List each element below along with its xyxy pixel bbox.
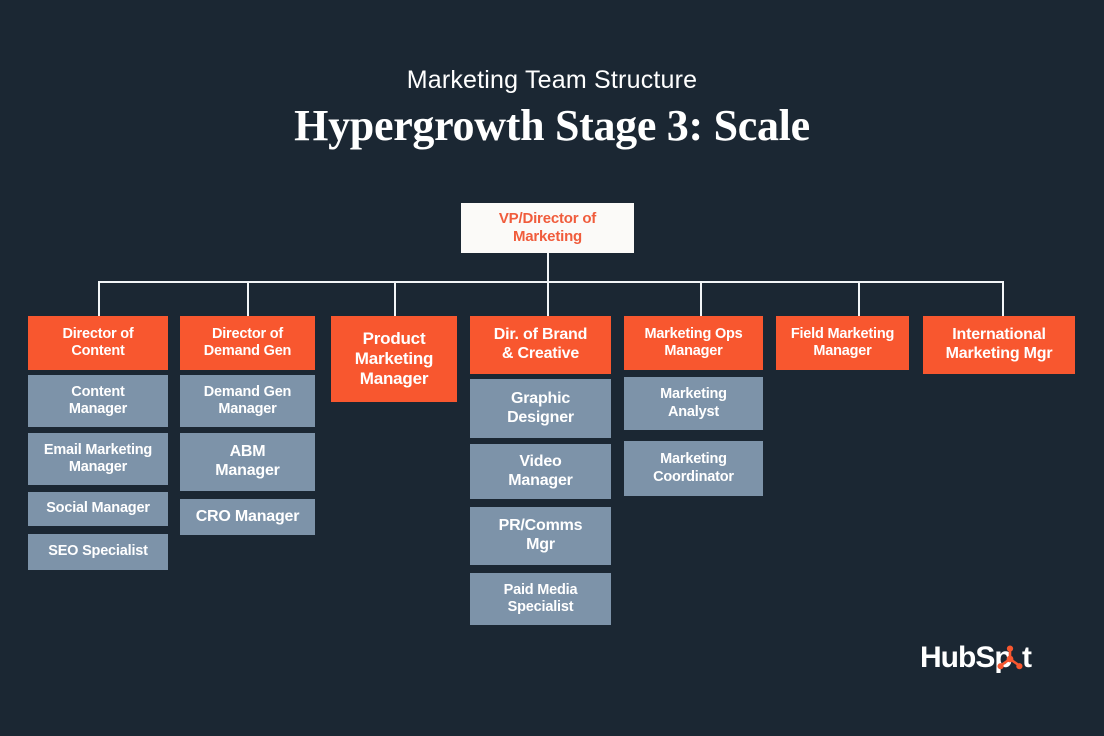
hubspot-sprocket-icon (997, 645, 1023, 670)
node-member-content-manager[interactable]: Content Manager (28, 375, 168, 427)
hubspot-logo: HubSp t (920, 641, 1045, 679)
node-member-paid-media-specialist[interactable]: Paid Media Specialist (470, 573, 611, 625)
node-member-video-manager[interactable]: Video Manager (470, 444, 611, 499)
connector-drop-col-2 (247, 281, 249, 316)
node-member-social-manager[interactable]: Social Manager (28, 492, 168, 526)
node-lead-director-of-demand-gen[interactable]: Director of Demand Gen (180, 316, 315, 370)
connector-drop-col-1 (98, 281, 100, 316)
connector-drop-col-4 (547, 281, 549, 316)
node-member-abm-manager[interactable]: ABM Manager (180, 433, 315, 491)
node-member-pr-comms-mgr[interactable]: PR/Comms Mgr (470, 507, 611, 565)
node-root-vp-director-of-marketing[interactable]: VP/Director of Marketing (461, 203, 634, 253)
connector-drop-col-5 (700, 281, 702, 316)
chart-title: Hypergrowth Stage 3: Scale (294, 101, 810, 150)
node-member-email-marketing-manager[interactable]: Email Marketing Manager (28, 433, 168, 485)
node-member-marketing-analyst[interactable]: Marketing Analyst (624, 377, 763, 430)
node-member-marketing-coordinator[interactable]: Marketing Coordinator (624, 441, 763, 496)
connector-drop-col-7 (1002, 281, 1004, 316)
node-member-cro-manager[interactable]: CRO Manager (180, 499, 315, 535)
node-member-demand-gen-manager[interactable]: Demand Gen Manager (180, 375, 315, 427)
node-lead-international-marketing-mgr[interactable]: International Marketing Mgr (923, 316, 1075, 374)
node-lead-dir-of-brand-and-creative[interactable]: Dir. of Brand & Creative (470, 316, 611, 374)
node-lead-director-of-content[interactable]: Director of Content (28, 316, 168, 370)
connector-horizontal-bus (98, 281, 1004, 283)
hubspot-logo-text-after: t (1022, 641, 1032, 674)
node-member-graphic-designer[interactable]: Graphic Designer (470, 379, 611, 438)
chart-subtitle: Marketing Team Structure (406, 66, 698, 94)
connector-drop-col-3 (394, 281, 396, 316)
connector-drop-col-6 (858, 281, 860, 316)
hubspot-logo-text-before: HubSp (920, 641, 1013, 674)
node-lead-marketing-ops-manager[interactable]: Marketing Ops Manager (624, 316, 763, 370)
node-lead-field-marketing-manager[interactable]: Field Marketing Manager (776, 316, 909, 370)
node-lead-product-marketing-manager[interactable]: Product Marketing Manager (331, 316, 457, 402)
node-member-seo-specialist[interactable]: SEO Specialist (28, 534, 168, 570)
connector-root-stem (547, 253, 549, 281)
